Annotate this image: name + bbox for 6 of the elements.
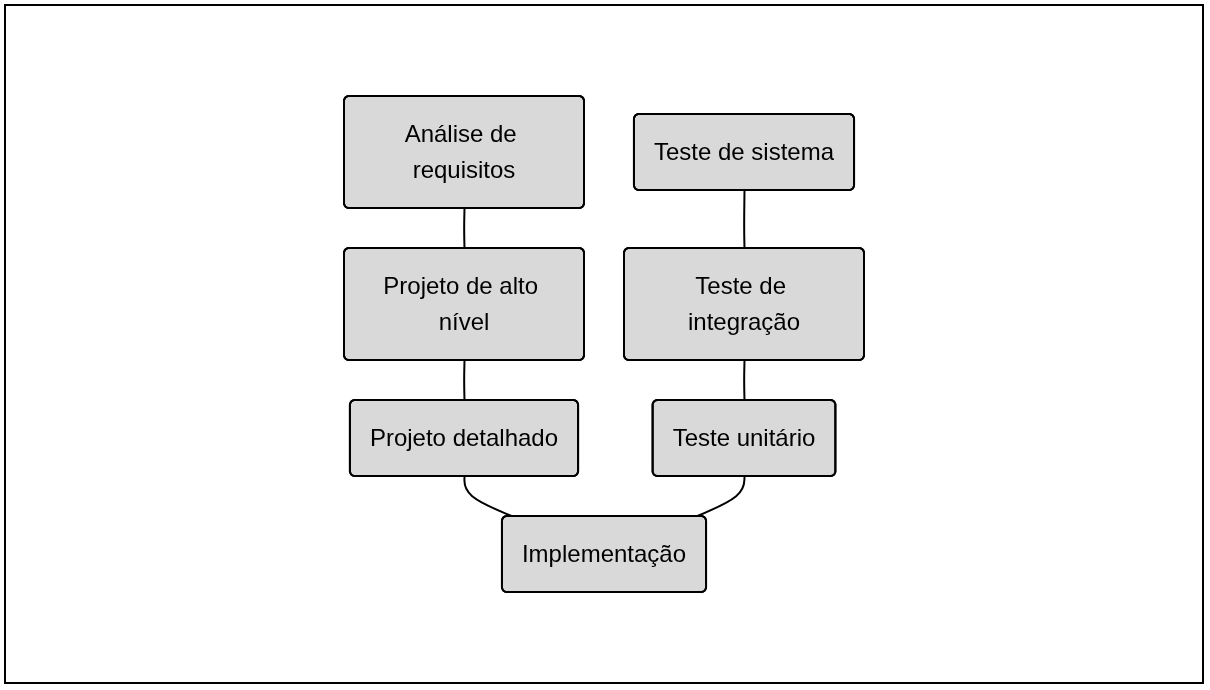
connector	[695, 475, 746, 518]
connector	[743, 359, 746, 402]
connector	[743, 189, 746, 250]
connector	[463, 359, 466, 402]
connector	[463, 207, 466, 250]
connector	[463, 475, 514, 518]
